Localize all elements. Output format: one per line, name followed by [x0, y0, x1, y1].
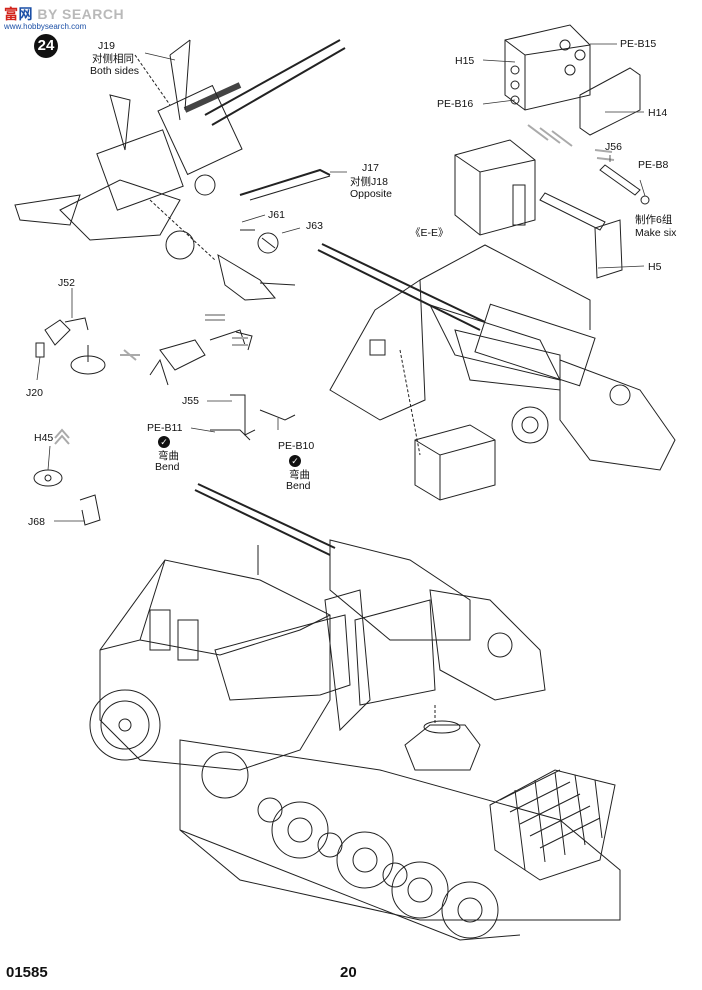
bend-icon: ✓ [289, 455, 301, 468]
halftrack-vehicle [89, 483, 621, 941]
label-h14: H14 [648, 107, 668, 119]
label-j17-en: Opposite [350, 188, 393, 200]
label-h15: H15 [455, 55, 475, 67]
label-peb11-cn: 弯曲 [158, 450, 179, 462]
label-peb11-en: Bend [155, 461, 180, 473]
watermark-url: www.hobbysearch.com [4, 22, 87, 31]
label-j56: J56 [605, 141, 622, 153]
bend-icon: ✓ [158, 436, 170, 449]
label-j19: J19 [98, 40, 115, 52]
label-make-en: Make six [635, 227, 677, 239]
label-make-cn: 制作6组 [635, 214, 673, 226]
label-j63: J63 [306, 220, 323, 232]
label-j55: J55 [182, 395, 199, 407]
label-peb8: PE-B8 [638, 159, 669, 171]
label-peb16: PE-B16 [437, 98, 474, 110]
label-peb10: PE-B10 [278, 440, 315, 452]
label-j19-cn: 对侧相同 [92, 53, 134, 65]
step-number-badge: 24 [34, 34, 58, 58]
small-parts-left [33, 314, 296, 526]
label-peb15: PE-B15 [620, 38, 657, 50]
label-j17: J17 [362, 162, 379, 174]
label-view-ee: 《E-E》 [410, 227, 449, 239]
label-peb11: PE-B11 [147, 422, 183, 434]
label-h45: H45 [34, 432, 54, 444]
ammo-boxes-top-right [454, 24, 650, 279]
label-j19-en: Both sides [90, 65, 140, 77]
label-j61: J61 [268, 209, 285, 221]
label-peb10-cn: 弯曲 [289, 469, 310, 481]
label-j52: J52 [58, 277, 75, 289]
label-j68: J68 [28, 516, 45, 528]
watermark-logo: 富网 BY SEARCH [4, 6, 125, 22]
label-j20: J20 [26, 387, 43, 399]
catalog-number: 01585 [6, 964, 48, 981]
label-peb10-en: Bend [286, 480, 311, 492]
gun-ee-view [317, 243, 676, 501]
label-j17-cn: 对侧J18 [350, 176, 388, 188]
gun-breech-assembly-top-left [14, 39, 346, 301]
leader-lines [36, 43, 646, 522]
label-h5: H5 [648, 261, 662, 273]
page-number: 20 [340, 964, 357, 981]
